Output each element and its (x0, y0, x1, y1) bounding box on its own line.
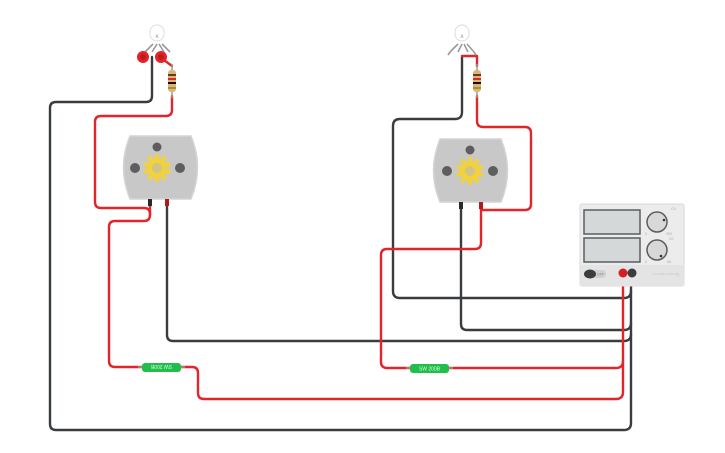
motor-left-terminal-black[interactable] (148, 199, 152, 206)
svg-text:ʌ: ʌ (461, 34, 464, 40)
power-supply[interactable]: CV 0 30V CC 0 5A OFF VOLTAGE SUPPLY ϟ (579, 203, 685, 287)
led-left[interactable]: ʌ (137, 24, 171, 63)
wire-motor-left-to-switch[interactable] (107, 203, 152, 369)
reed-switch-right-label: SW 200B (419, 367, 441, 373)
led-icon: ʌ (144, 24, 171, 53)
reed-switch-right[interactable]: SW 200B (406, 364, 453, 373)
psu-power-switch[interactable]: OFF (584, 269, 606, 279)
svg-text:ʌ: ʌ (156, 34, 159, 40)
reed-switch-left-label: SW 200B (150, 363, 172, 369)
gear-icon (456, 157, 484, 185)
psu-display-voltage (583, 209, 641, 235)
svg-text:0: 0 (645, 260, 647, 264)
svg-text:OFF: OFF (597, 273, 604, 277)
psu-terminal-negative[interactable] (627, 268, 637, 278)
wire-led-right-ground[interactable] (391, 55, 633, 300)
svg-text:CC: CC (669, 237, 675, 241)
wire-motor-right-ground[interactable] (459, 205, 633, 332)
svg-text:5A: 5A (667, 260, 672, 264)
psu-terminal-positive[interactable] (618, 268, 628, 278)
motor-right[interactable] (432, 138, 509, 209)
motor-left-terminal-red[interactable] (165, 199, 169, 206)
psu-brand-text: VOLTAGE SUPPLY (652, 272, 677, 276)
wire-led-right-to-resistor[interactable] (460, 54, 479, 68)
motor-left[interactable] (122, 135, 199, 206)
resistor-left[interactable] (168, 64, 176, 98)
wire-switch-left-to-psu[interactable] (179, 271, 625, 401)
psu-current-knob[interactable]: CC 0 5A (645, 237, 675, 264)
wire-motor-left-ground[interactable] (165, 203, 633, 343)
led-icon: ʌ (447, 24, 477, 56)
wire-switch-right-to-psu[interactable] (447, 359, 625, 370)
svg-text:30V: 30V (666, 232, 673, 236)
motor-right-terminal-black[interactable] (459, 202, 463, 209)
wire-resistor-left-to-motor[interactable] (93, 94, 174, 217)
wire-led-left-ground[interactable] (48, 55, 633, 432)
motor-right-terminal-red[interactable] (479, 202, 483, 209)
svg-text:0: 0 (645, 232, 647, 236)
reed-switch-left[interactable]: SW 200B (138, 363, 185, 372)
led-right[interactable]: ʌ (447, 24, 477, 56)
wire-resistor-right-to-motor[interactable] (475, 94, 533, 212)
psu-display-current (583, 237, 641, 263)
svg-text:CV: CV (671, 207, 677, 211)
gear-icon (143, 154, 171, 182)
lightning-icon: ϟ (676, 273, 680, 279)
wire-motor-right-to-switch[interactable] (379, 205, 483, 370)
resistor-right[interactable] (473, 64, 481, 98)
psu-voltage-knob[interactable]: CV 0 30V (645, 207, 677, 236)
